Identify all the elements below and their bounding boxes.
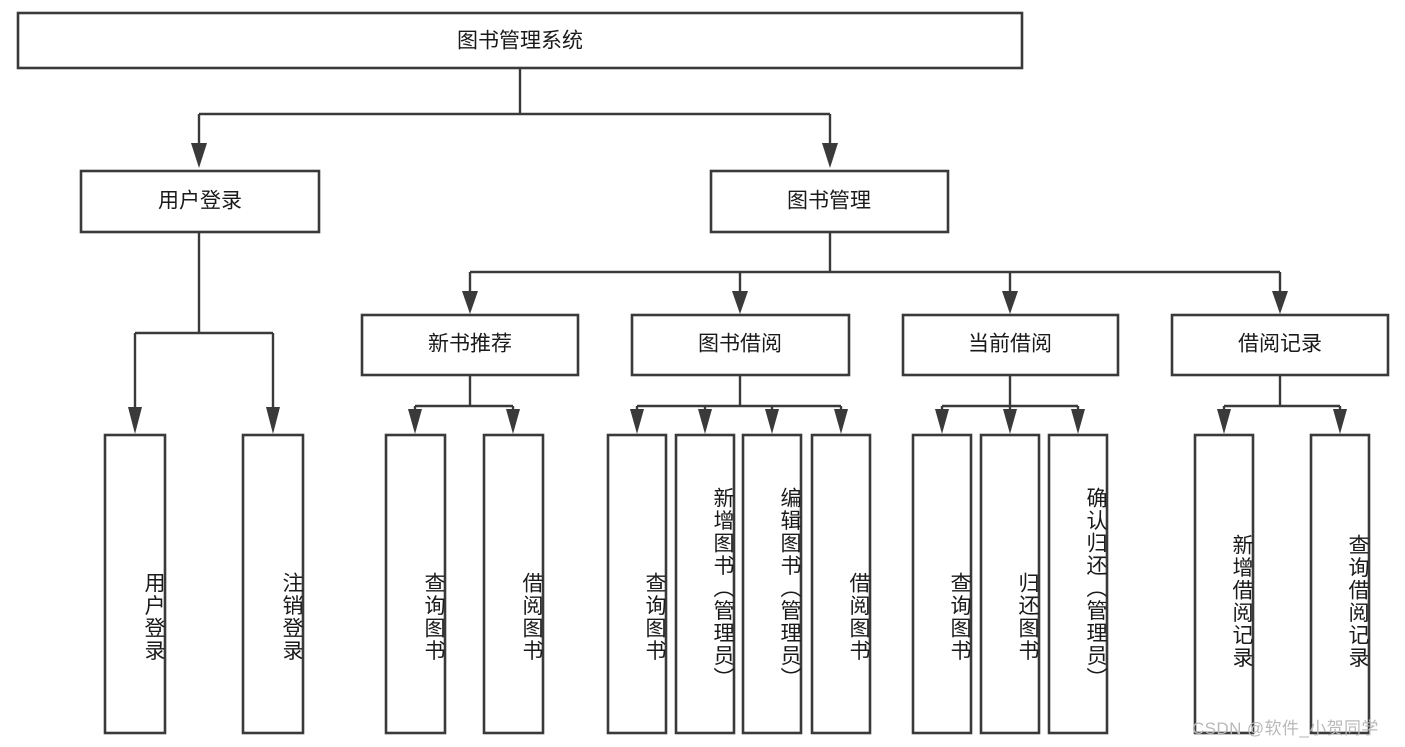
node-leaf-confirm-return-box[interactable] bbox=[1047, 433, 1109, 735]
arrow-head-leaf-user-login bbox=[128, 407, 142, 434]
connectors-book-management bbox=[462, 233, 1288, 314]
arrow-head-leaf-query-book-3 bbox=[935, 409, 949, 434]
arrow-head-leaf-borrow-book-1 bbox=[506, 409, 520, 434]
arrow-head-leaf-confirm-return bbox=[1071, 409, 1085, 434]
connectors-book-borrow bbox=[630, 375, 848, 434]
node-borrow-record-box[interactable] bbox=[1170, 313, 1390, 377]
node-user-login-box[interactable] bbox=[79, 169, 321, 234]
csdn-watermark: CSDN @软件_小贺同学 bbox=[1192, 719, 1379, 738]
node-root-box[interactable] bbox=[16, 11, 1024, 70]
arrow-head-leaf-borrow-book-2 bbox=[834, 409, 848, 434]
node-leaf-query-book-3-box[interactable] bbox=[911, 433, 973, 735]
arrow-head-leaf-query-record bbox=[1333, 409, 1347, 434]
arrow-head-borrow-record bbox=[1272, 291, 1288, 314]
arrow-head-leaf-query-book-1 bbox=[408, 409, 422, 434]
arrow-head-leaf-logout-login bbox=[266, 407, 280, 434]
node-leaf-return-book-box[interactable] bbox=[979, 433, 1041, 735]
arrow-head-leaf-query-book-2 bbox=[630, 409, 644, 434]
arrow-head-leaf-add-book bbox=[698, 409, 712, 434]
node-user-login[interactable]: 用户登录 bbox=[79, 169, 321, 234]
node-book-management[interactable]: 图书管理 bbox=[709, 169, 950, 234]
node-leaf-add-record-box[interactable] bbox=[1193, 433, 1255, 735]
node-book-management-box[interactable] bbox=[709, 169, 950, 234]
node-book-management-label: 图书管理 bbox=[787, 190, 871, 213]
node-leaf-borrow-book-2-box[interactable] bbox=[810, 433, 872, 735]
arrow-head-current-borrow bbox=[1002, 291, 1018, 314]
node-leaf-query-book-1-box[interactable] bbox=[384, 433, 447, 735]
node-book-borrow[interactable]: 图书借阅 bbox=[630, 313, 851, 377]
arrow-head-book-borrow bbox=[732, 291, 748, 314]
node-leaf-logout-login-box[interactable] bbox=[241, 433, 305, 735]
arrow-head-leaf-edit-book bbox=[765, 409, 779, 434]
node-leaf-user-login-box[interactable] bbox=[103, 433, 167, 735]
node-user-login-label: 用户登录 bbox=[158, 190, 242, 213]
node-new-book-recommend-label: 新书推荐 bbox=[428, 333, 512, 356]
node-root[interactable]: 图书管理系统 bbox=[16, 11, 1024, 70]
arrow-head-book-management bbox=[822, 143, 838, 168]
node-root-label: 图书管理系统 bbox=[457, 30, 583, 53]
connectors-new-book-recommend bbox=[408, 375, 520, 434]
node-current-borrow[interactable]: 当前借阅 bbox=[901, 313, 1120, 377]
connectors-borrow-record bbox=[1217, 375, 1347, 434]
connectors-current-borrow bbox=[935, 375, 1085, 434]
node-current-borrow-label: 当前借阅 bbox=[968, 333, 1052, 356]
node-current-borrow-box[interactable] bbox=[901, 313, 1120, 377]
node-leaf-edit-book-box[interactable] bbox=[741, 433, 803, 735]
connectors-user-login bbox=[128, 232, 280, 434]
node-leaf-add-book-box[interactable] bbox=[674, 433, 736, 735]
node-new-book-recommend-box[interactable] bbox=[360, 313, 580, 377]
leaf-boxes bbox=[103, 433, 1371, 735]
node-book-borrow-label: 图书借阅 bbox=[698, 333, 782, 356]
node-book-borrow-box[interactable] bbox=[630, 313, 851, 377]
node-new-book-recommend[interactable]: 新书推荐 bbox=[360, 313, 580, 377]
node-borrow-record[interactable]: 借阅记录 bbox=[1170, 313, 1390, 377]
connectors-root bbox=[191, 69, 838, 168]
node-borrow-record-label: 借阅记录 bbox=[1238, 333, 1322, 356]
node-leaf-query-book-2-box[interactable] bbox=[606, 433, 668, 735]
arrow-head-new-book-recommend bbox=[462, 291, 478, 314]
arrow-head-leaf-return-book bbox=[1003, 409, 1017, 434]
node-leaf-query-record-box[interactable] bbox=[1309, 433, 1371, 735]
node-leaf-borrow-book-1-box[interactable] bbox=[482, 433, 545, 735]
arrow-head-user-login bbox=[191, 143, 207, 168]
arrow-head-leaf-add-record bbox=[1217, 409, 1231, 434]
